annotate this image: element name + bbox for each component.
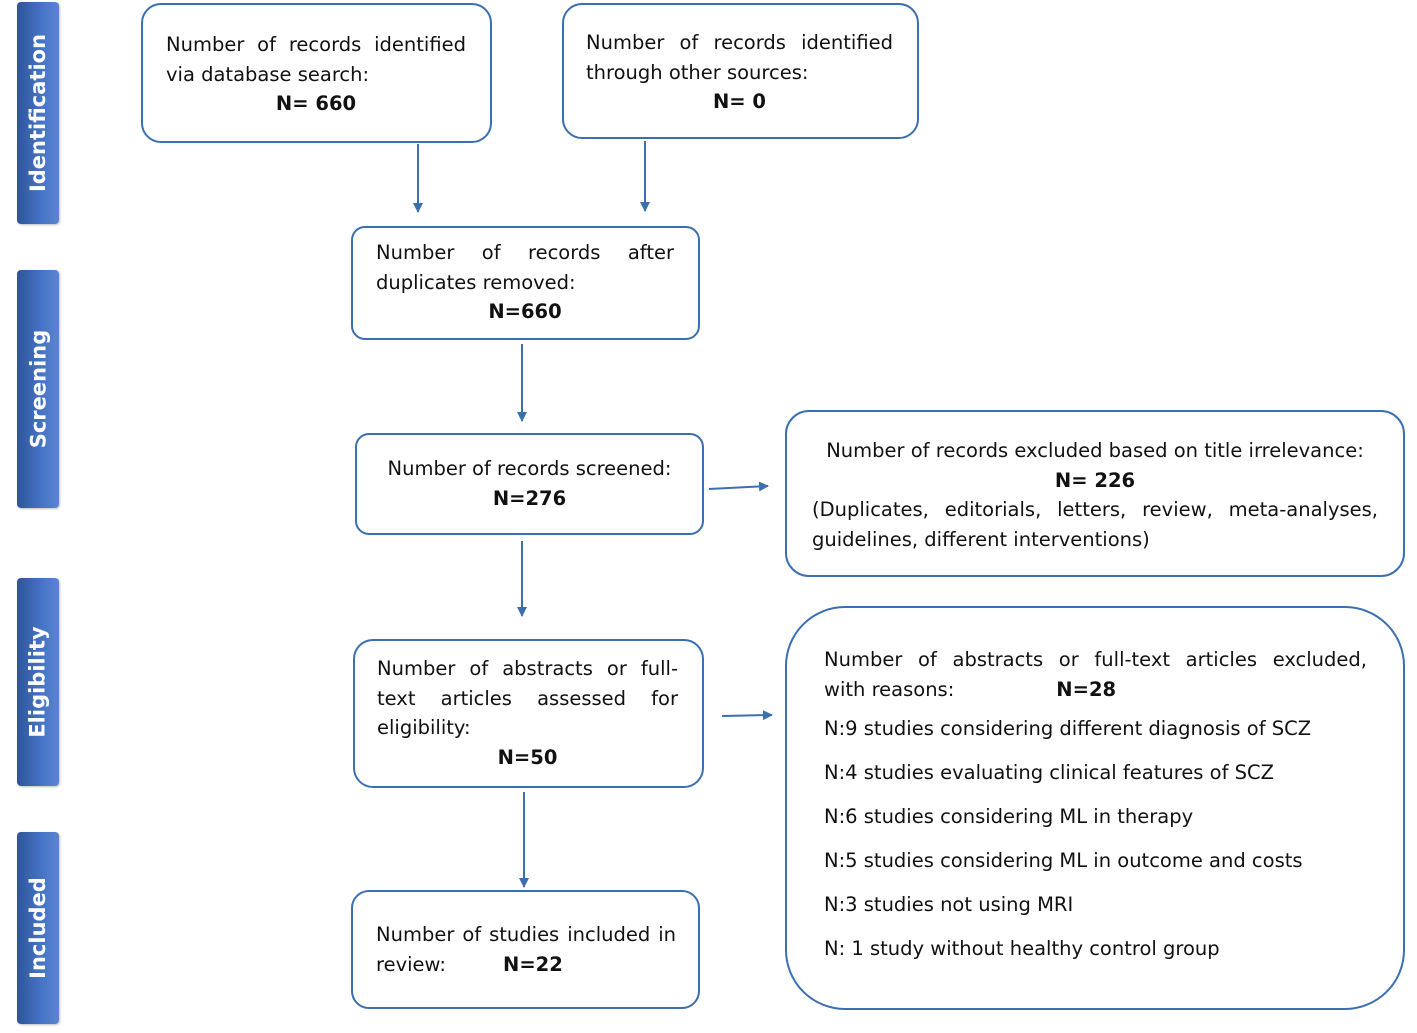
excluded-reasons-count: N=28: [1056, 677, 1117, 701]
box-excluded-title: Number of records excluded based on titl…: [785, 410, 1405, 577]
eligibility-count: N=50: [497, 745, 558, 769]
other-sources-line1: Number of records identified: [586, 31, 893, 54]
arrow-screened-to-excluded: [708, 481, 769, 492]
other-sources-line2: through other sources:: [586, 60, 809, 84]
excluded-reasons-line2: with reasons:: [824, 677, 955, 701]
dup-removed-count: N=660: [488, 300, 562, 323]
excluded-title-line3: (Duplicates, editorials, letters, review…: [812, 498, 1378, 521]
excluded-title-count: N= 226: [1054, 468, 1136, 492]
box-excluded-reasons: Number of abstracts or full-text article…: [785, 606, 1405, 1010]
included-line2-row: review: N=22: [376, 950, 676, 980]
included-line2: review:: [376, 952, 446, 976]
included-line1: Number of studies included in: [376, 923, 676, 946]
excluded-reasons-line1: Number of abstracts or full-text article…: [824, 648, 1367, 671]
excluded-reasons-line2-row: with reasons: N=28: [824, 675, 1367, 705]
stage-included: Included: [17, 832, 59, 1024]
stage-identification: Identification: [17, 2, 59, 224]
reason-item: N:9 studies considering different diagno…: [824, 717, 1312, 740]
box-database-search: Number of records identified via databas…: [141, 3, 492, 143]
reason-list: N:9 studies considering different diagno…: [824, 714, 1367, 964]
screened-line1: Number of records screened:: [387, 457, 672, 480]
eligibility-line1: Number of abstracts or full-: [377, 657, 678, 680]
eligibility-line2: text articles assessed for: [377, 686, 678, 710]
box-records-screened: Number of records screened: N=276: [355, 433, 704, 535]
screened-count: N=276: [492, 486, 567, 510]
db-search-line1: Number of records identified: [166, 33, 466, 56]
included-count: N=22: [503, 952, 563, 976]
box-eligibility: Number of abstracts or full- text articl…: [353, 639, 704, 788]
reason-item: N:5 studies considering ML in outcome an…: [824, 849, 1303, 872]
arrow-eligibility-to-excluded: [721, 710, 773, 721]
excluded-title-line4: guidelines, different interventions): [812, 527, 1150, 551]
reason-item: N:3 studies not using MRI: [824, 893, 1074, 916]
reason-item: N: 1 study without healthy control group: [824, 937, 1220, 960]
reason-item: N:4 studies evaluating clinical features…: [824, 761, 1275, 784]
dup-removed-line1: Number of records after: [376, 241, 674, 264]
box-included: Number of studies included in review: N=2…: [351, 890, 700, 1009]
db-search-line2: via database search:: [166, 62, 370, 86]
eligibility-line3: eligibility:: [377, 716, 471, 739]
box-duplicates-removed: Number of records after duplicates remov…: [351, 226, 700, 340]
box-other-sources: Number of records identified through oth…: [562, 3, 919, 139]
reason-item: N:6 studies considering ML in therapy: [824, 805, 1194, 828]
db-search-count: N= 660: [275, 92, 357, 115]
other-sources-count: N= 0: [712, 90, 766, 113]
stage-screening: Screening: [17, 270, 59, 508]
stage-eligibility: Eligibility: [17, 578, 59, 786]
dup-removed-line2: duplicates removed:: [376, 270, 576, 294]
excluded-title-line1: Number of records excluded based on titl…: [826, 439, 1364, 462]
